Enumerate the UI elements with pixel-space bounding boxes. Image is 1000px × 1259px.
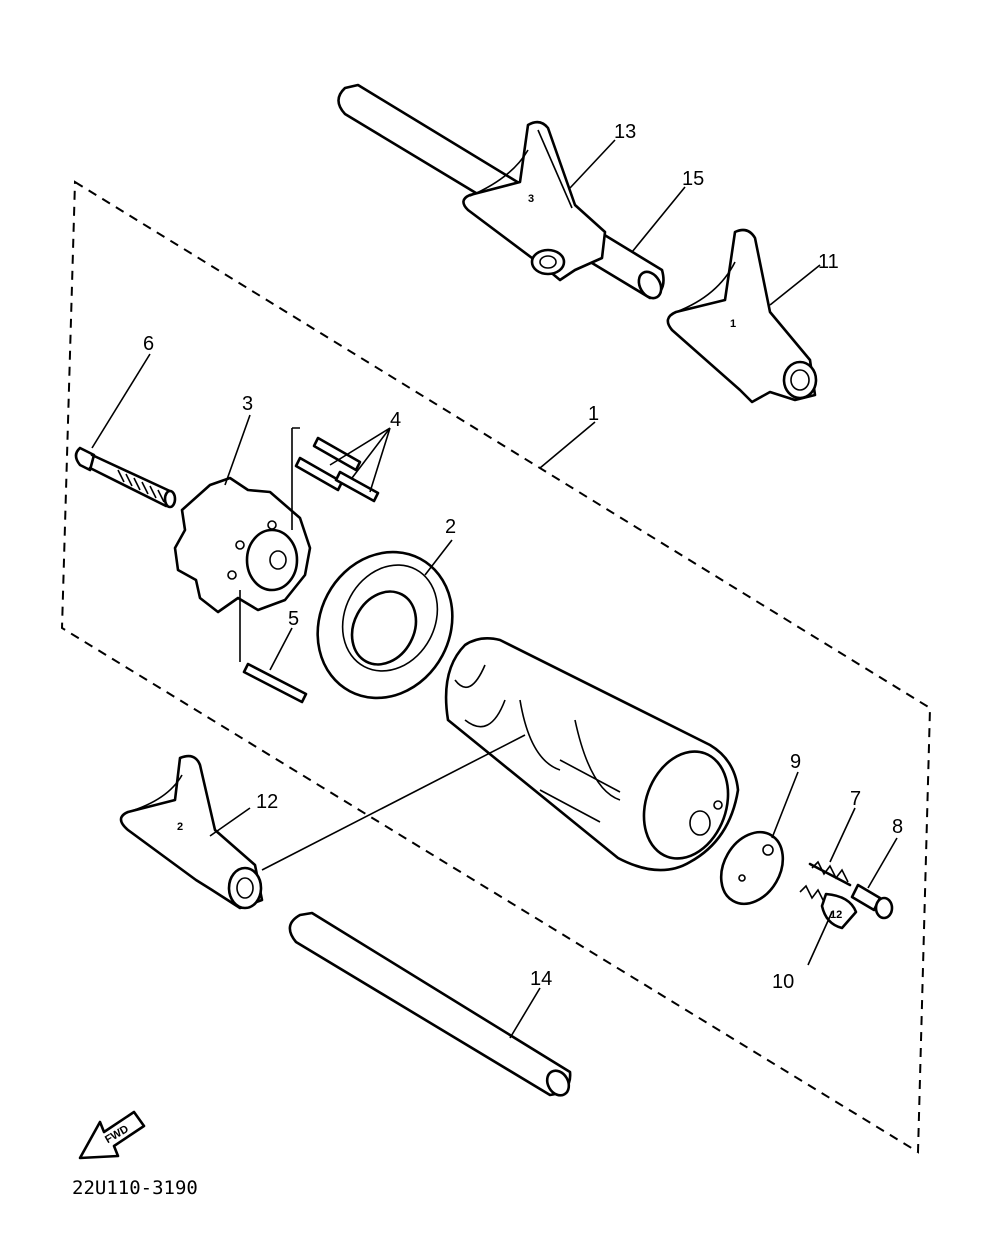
- fwd-direction-arrow: FWD: [78, 1110, 146, 1160]
- bolt-6: [74, 446, 177, 509]
- shift-drum: [444, 637, 740, 872]
- callout-14: 14: [530, 968, 552, 990]
- shift-fork-12: 2: [119, 754, 264, 910]
- callout-11: 11: [818, 251, 839, 273]
- callout-6: 6: [143, 333, 154, 355]
- callout-13: 13: [614, 121, 636, 143]
- callout-3: 3: [242, 393, 253, 415]
- pin-5: [239, 590, 308, 704]
- callout-1: 1: [588, 403, 599, 425]
- callout-4: 4: [390, 409, 401, 431]
- fork-12-stamp: 2: [177, 821, 183, 833]
- callout-7: 7: [850, 788, 861, 810]
- callout-10: 10: [772, 971, 794, 993]
- callout-8: 8: [892, 816, 903, 838]
- shift-fork-13: 3: [462, 120, 607, 282]
- callout-labels: 1 2 3 4 5 6 7 8 9 10 11 12 13 14 15: [143, 121, 903, 993]
- dowel-pins-4: [291, 427, 380, 530]
- screw-10-stamp: 12: [830, 909, 842, 921]
- drawing-code: 22U110-3190: [72, 1177, 198, 1199]
- shift-fork-11: 1: [666, 228, 818, 404]
- screw-10: 12: [799, 884, 858, 930]
- bearing-2: [316, 550, 454, 700]
- stopper-plate-9: [719, 830, 785, 906]
- callout-15: 15: [682, 168, 704, 190]
- fork-13-stamp: 3: [528, 193, 534, 205]
- callout-5: 5: [288, 608, 299, 630]
- guide-bar-lower: [288, 911, 572, 1097]
- callout-9: 9: [790, 751, 801, 773]
- fork-11-stamp: 1: [730, 318, 736, 330]
- spring-7: [808, 860, 852, 887]
- leader-lines: [91, 139, 898, 1039]
- assembly-boundary: [60, 180, 932, 1154]
- segment-3: [173, 476, 312, 614]
- plunger-8: [850, 883, 894, 920]
- callout-12: 12: [256, 791, 278, 813]
- callout-2: 2: [445, 516, 456, 538]
